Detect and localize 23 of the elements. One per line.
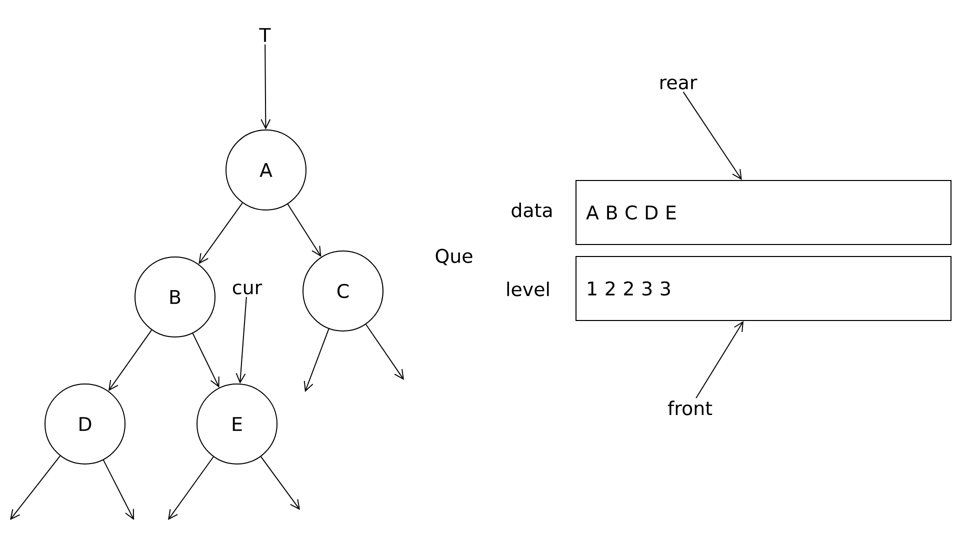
arrow	[682, 91, 742, 180]
arrow	[260, 456, 300, 510]
queue-array-box: 1 2 2 3 3	[576, 256, 952, 321]
row-label: level	[507, 282, 549, 296]
row-label: data	[512, 202, 552, 218]
pointer-label: front	[668, 400, 712, 416]
queue-array-box: A B C D E	[576, 180, 952, 245]
arrow	[260, 44, 271, 130]
arrow	[198, 202, 243, 264]
arrow	[696, 321, 744, 399]
arrow	[102, 460, 134, 520]
pointer-label: cur	[232, 284, 262, 294]
arrow	[287, 204, 322, 257]
arrow	[236, 296, 247, 384]
arrow	[168, 456, 214, 520]
queue-label: Que	[436, 248, 472, 266]
pointer-label: T	[259, 28, 271, 42]
pointer-label: rear	[660, 78, 698, 90]
arrow	[192, 332, 220, 388]
arrow	[10, 455, 61, 520]
arrow	[108, 330, 152, 391]
arrow	[304, 328, 330, 392]
arrow	[365, 324, 404, 380]
